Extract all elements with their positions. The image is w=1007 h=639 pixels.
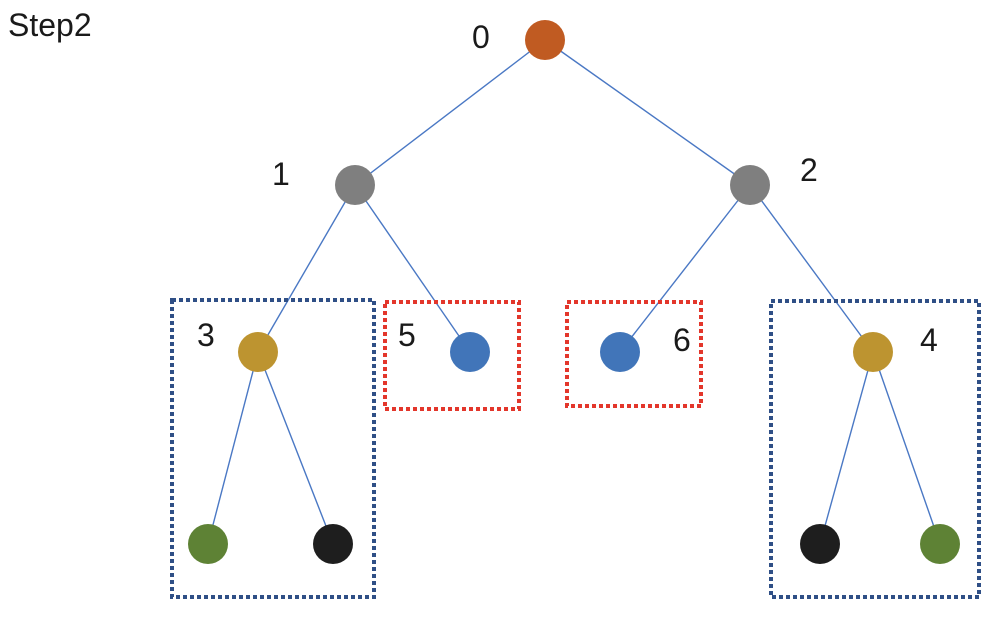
node-2-circle	[730, 165, 770, 205]
node-labels: 0 1 2 3 4 5 6	[197, 19, 938, 358]
group-node-6-box	[565, 300, 703, 408]
leaf-4-left-circle	[800, 524, 840, 564]
node-1-circle	[335, 165, 375, 205]
edge-node-4-leaf-4-left	[819, 351, 874, 545]
node-5-label: 5	[398, 317, 416, 353]
node-6-circle	[600, 332, 640, 372]
group-subtree-3-box	[170, 298, 376, 599]
node-3-label: 3	[197, 317, 215, 353]
node-5-circle	[450, 332, 490, 372]
edge-node-3-leaf-3-left	[207, 351, 259, 545]
node-3-circle	[238, 332, 278, 372]
edge-node-2-node-6	[619, 184, 751, 353]
node-4-circle	[853, 332, 893, 372]
node-6-label: 6	[673, 322, 691, 358]
node-0-label: 0	[472, 19, 490, 55]
edges	[207, 39, 941, 545]
nodes	[188, 20, 960, 564]
node-4-label: 4	[920, 322, 938, 358]
step-title: Step2	[8, 7, 92, 43]
edge-node-0-node-2	[544, 39, 751, 186]
node-0-circle	[525, 20, 565, 60]
node-2-label: 2	[800, 152, 818, 188]
group-node-5-box	[383, 300, 521, 411]
edge-node-1-node-5	[354, 184, 471, 353]
edge-node-3-leaf-3-right	[257, 351, 334, 545]
leaf-4-right-circle	[920, 524, 960, 564]
leaf-3-left-circle	[188, 524, 228, 564]
edge-node-2-node-4	[749, 184, 874, 353]
leaf-3-right-circle	[313, 524, 353, 564]
edge-node-1-node-3	[257, 184, 356, 353]
edge-node-4-leaf-4-right	[872, 351, 941, 545]
group-boxes	[170, 298, 981, 599]
edge-node-0-node-1	[354, 39, 546, 186]
node-1-label: 1	[272, 156, 290, 192]
